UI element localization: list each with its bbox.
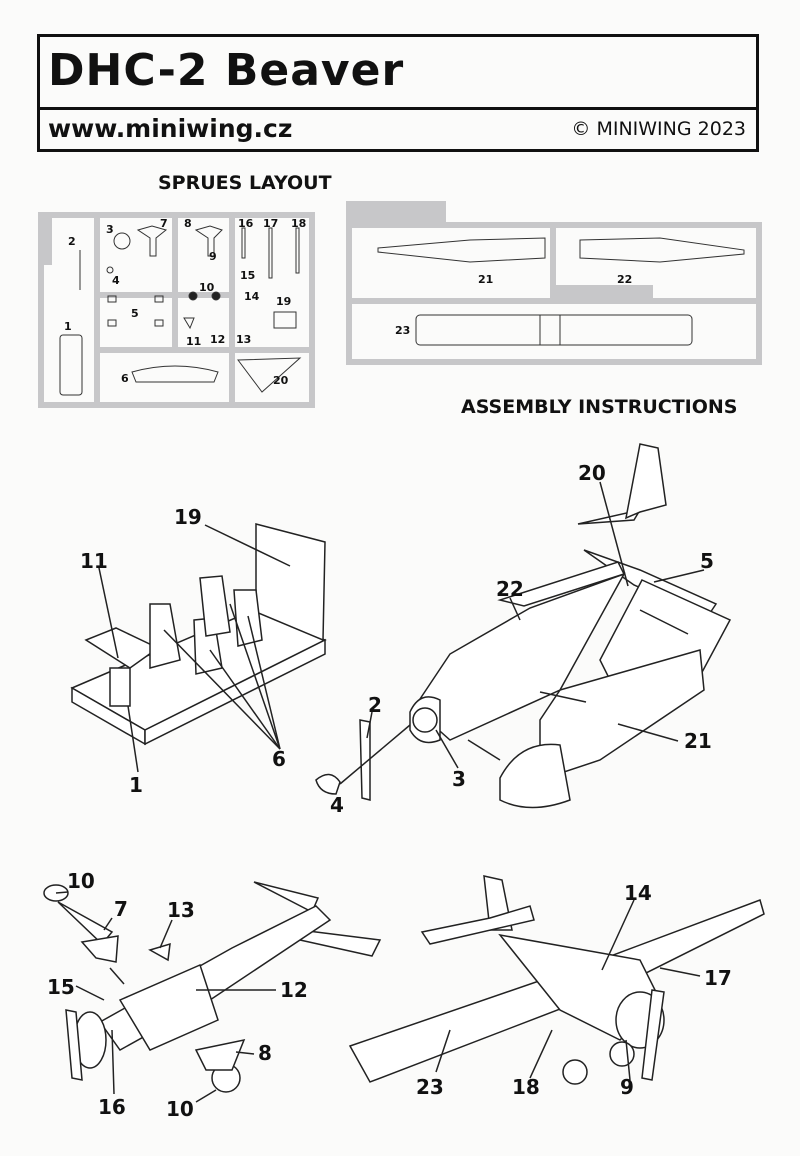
assembly-instructions-heading: ASSEMBLY INSTRUCTIONS [461, 396, 738, 418]
underside-assembly-drawing [43, 881, 382, 1093]
callout-13: 13 [167, 898, 195, 922]
callout-1: 1 [129, 773, 143, 797]
sprue-number-15: 15 [240, 269, 255, 282]
page-title: DHC-2 Beaver [48, 45, 405, 96]
interior-leader-lines [98, 524, 291, 773]
callout-17: 17 [704, 966, 732, 990]
sprue-number-22: 22 [617, 273, 632, 286]
sprue-left-parts [59, 225, 302, 396]
sprue-number-21: 21 [478, 273, 493, 286]
sprue-number-20: 20 [273, 374, 289, 387]
header-divider [40, 107, 756, 110]
sprue-right-gate-b [553, 285, 653, 301]
callout-6: 6 [272, 747, 286, 771]
callout-9: 9 [620, 1075, 634, 1099]
fuselage-leader-lines [339, 481, 705, 785]
callout-21: 21 [684, 729, 712, 753]
sprue-number-14: 14 [244, 290, 260, 303]
sprue-number-6: 6 [121, 372, 129, 385]
callout-15: 15 [47, 975, 75, 999]
callout-18: 18 [512, 1075, 540, 1099]
header-box: DHC-2 Beaver www.miniwing.cz © MINIWING … [37, 34, 759, 152]
callout-5: 5 [700, 549, 714, 573]
callout-19: 19 [174, 505, 202, 529]
callout-10-bottom: 10 [166, 1097, 194, 1121]
sprues-layout-heading: SPRUES LAYOUT [158, 172, 332, 194]
website-url[interactable]: www.miniwing.cz [48, 114, 293, 143]
callout-7: 7 [114, 897, 128, 921]
callout-12: 12 [280, 978, 308, 1002]
sprue-left-numbers: 1 2 3 4 5 6 7 8 9 10 11 12 13 14 15 16 1… [64, 217, 306, 387]
sprue-number-3: 3 [106, 223, 114, 236]
interior-assembly-drawing [70, 523, 327, 746]
callout-23: 23 [416, 1075, 444, 1099]
sprue-number-18: 18 [291, 217, 306, 230]
final-assembly-drawing [348, 875, 765, 1085]
sprue-number-13: 13 [236, 333, 251, 346]
sprue-right-gate-a [346, 201, 446, 225]
callout-20: 20 [578, 461, 606, 485]
sprue-number-12: 12 [210, 333, 225, 346]
sprue-frame-left [38, 212, 315, 408]
fuselage-assembly-drawing [409, 443, 732, 809]
sprue-number-11: 11 [186, 335, 201, 348]
callout-10-top: 10 [67, 869, 95, 893]
sprue-right-parts [377, 237, 745, 346]
sprue-number-17: 17 [263, 217, 278, 230]
sprue-number-5: 5 [131, 307, 139, 320]
sprue-number-8: 8 [184, 217, 192, 230]
callout-14: 14 [624, 881, 652, 905]
sprue-number-16: 16 [238, 217, 254, 230]
callout-11: 11 [80, 549, 108, 573]
callout-3: 3 [452, 767, 466, 791]
sprue-number-9: 9 [209, 250, 217, 263]
propeller-parts [315, 719, 371, 801]
sprue-number-4: 4 [112, 274, 120, 287]
sprue-number-1: 1 [64, 320, 72, 333]
callout-16: 16 [98, 1095, 126, 1119]
callout-2: 2 [368, 693, 382, 717]
sprue-number-10: 10 [199, 281, 215, 294]
sprue-number-23: 23 [395, 324, 410, 337]
callout-22: 22 [496, 577, 524, 601]
copyright-text: © MINIWING 2023 [571, 118, 746, 140]
sprue-gate [38, 215, 52, 265]
sprue-number-19: 19 [276, 295, 291, 308]
final-leader-lines [435, 899, 701, 1081]
callout-4: 4 [330, 793, 344, 817]
sprue-number-7: 7 [160, 217, 168, 230]
callout-8: 8 [258, 1041, 272, 1065]
underside-leader-lines [55, 891, 276, 1103]
sprue-number-2: 2 [68, 235, 76, 248]
